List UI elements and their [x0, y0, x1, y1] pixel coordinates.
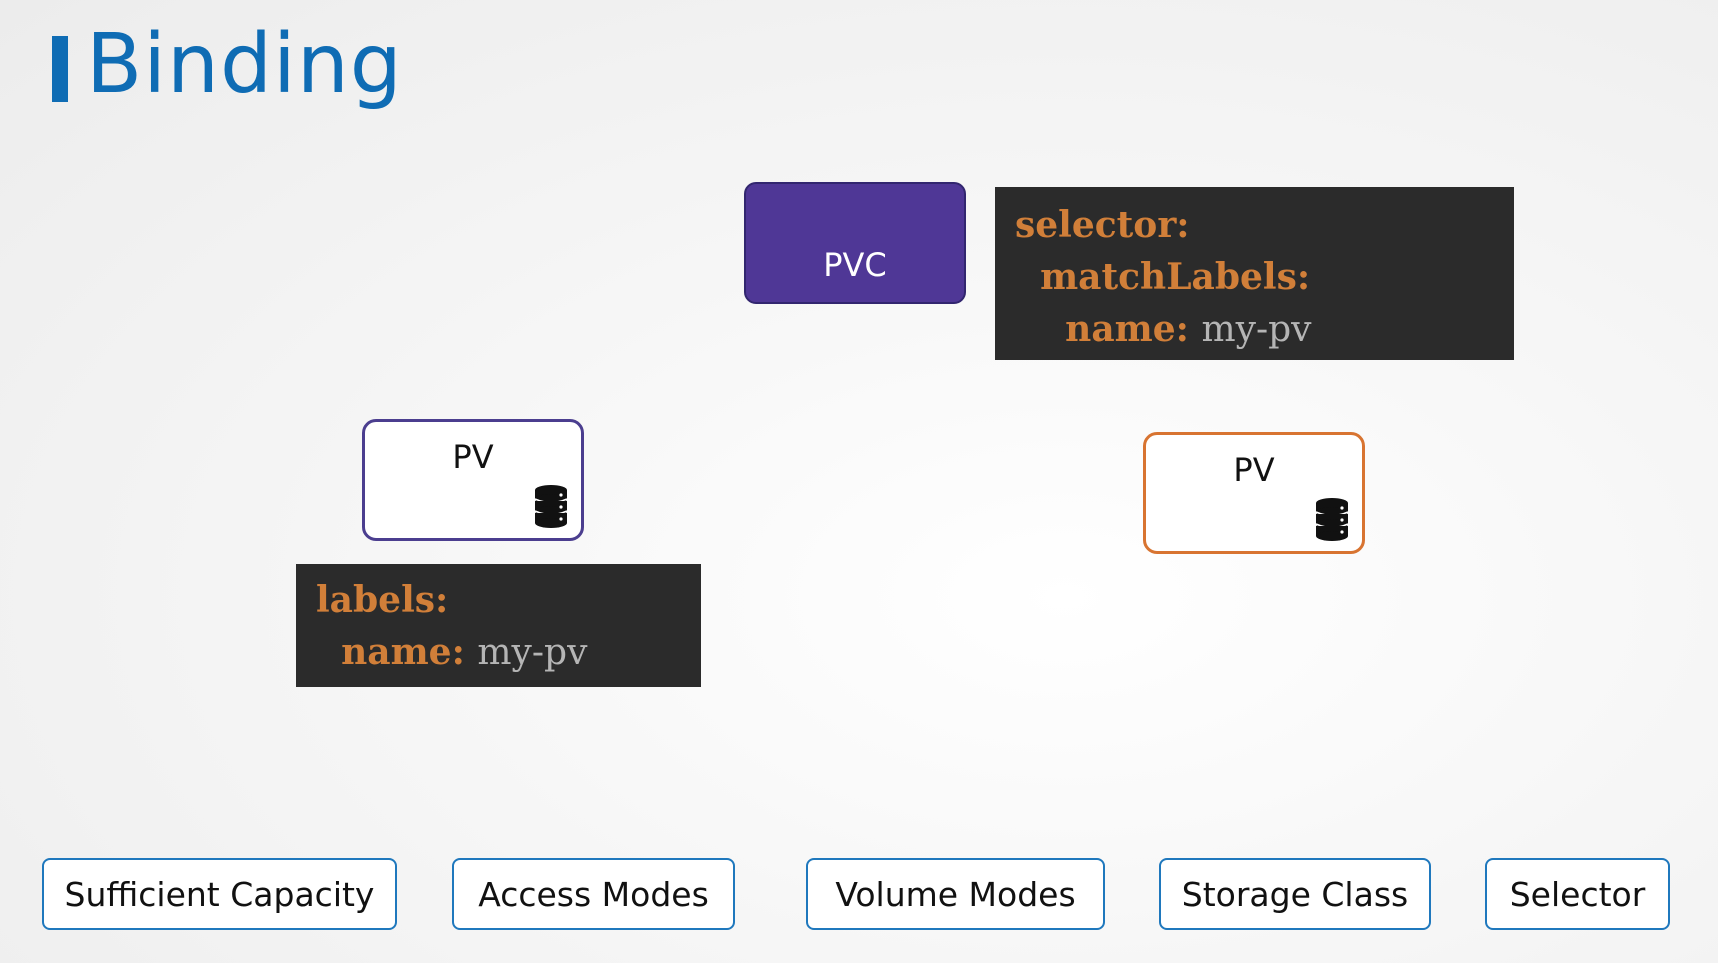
labels-code-line-1: labels:	[316, 574, 701, 626]
pvc-label: PVC	[823, 246, 887, 284]
pv-node-left: PV	[362, 419, 584, 541]
selector-key: selector:	[1015, 204, 1190, 246]
pv-node-right: PV	[1143, 432, 1365, 554]
criteria-storage-class: Storage Class	[1159, 858, 1431, 930]
criteria-volume-modes: Volume Modes	[806, 858, 1105, 930]
pv-left-label: PV	[452, 438, 494, 476]
labels-name-key: name:	[341, 631, 465, 673]
pvc-node: PVC	[744, 182, 966, 304]
selector-code-block: selector: matchLabels: name: my-pv	[995, 187, 1514, 360]
selector-code-line-1: selector:	[1015, 199, 1514, 251]
criteria-sufficient-capacity: Sufficient Capacity	[42, 858, 397, 930]
criteria-selector: Selector	[1485, 858, 1670, 930]
database-icon	[534, 485, 568, 528]
selector-code-line-3: name: my-pv	[1015, 303, 1514, 356]
database-icon	[1315, 498, 1349, 541]
page-title: Binding	[86, 17, 403, 112]
selector-code-line-2: matchLabels:	[1015, 251, 1514, 303]
labels-code-line-2: name: my-pv	[316, 626, 701, 679]
match-labels-key: matchLabels:	[1040, 256, 1311, 298]
labels-name-value: my-pv	[477, 632, 588, 673]
pv-right-label: PV	[1233, 451, 1275, 489]
labels-key: labels:	[316, 579, 449, 621]
selector-name-key: name:	[1065, 308, 1189, 350]
criteria-access-modes: Access Modes	[452, 858, 735, 930]
title-accent-bar	[52, 36, 68, 102]
selector-name-value: my-pv	[1201, 309, 1312, 350]
labels-code-block: labels: name: my-pv	[296, 564, 701, 687]
